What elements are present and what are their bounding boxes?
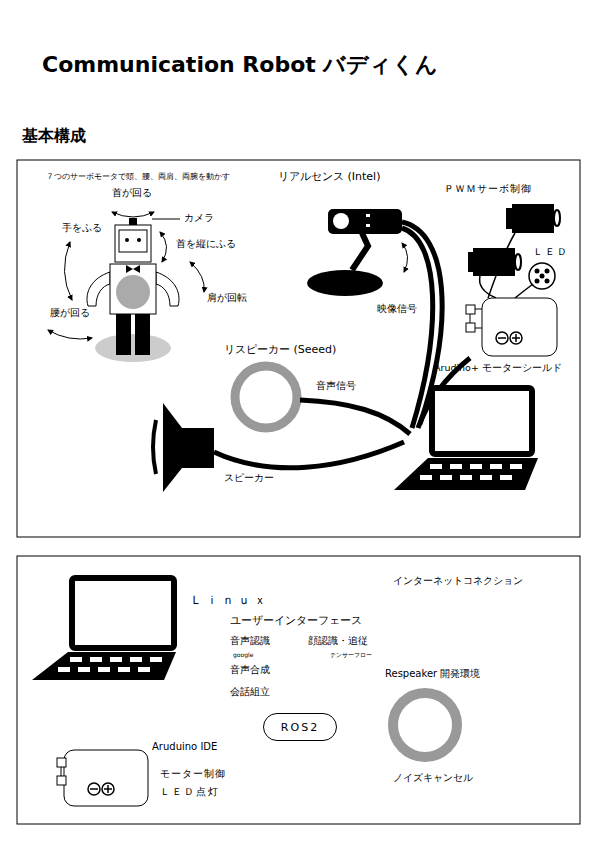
label: 手をふる (62, 222, 102, 234)
label: リスピーカー (Seeed) (224, 343, 336, 356)
label: 腰が回る (50, 307, 90, 319)
label: ＰＷＭサーボ制御 (444, 183, 532, 195)
label: 肩が回転 (207, 292, 247, 304)
label: google (233, 651, 253, 658)
label: 映像信号 (377, 303, 417, 315)
label: リアルセンス (Intel) (278, 170, 380, 183)
label: カメラ (184, 212, 214, 224)
label: ユーザーインターフェース (230, 614, 362, 627)
label: ＬＥＤ (533, 246, 569, 258)
laptop (394, 388, 538, 490)
label: ７つのサーボモータで頭、腰、両肩、両腕を動かす (46, 172, 230, 182)
respeaker-ring (235, 366, 297, 428)
label: 会話組立 (230, 686, 270, 698)
servo-board (466, 204, 560, 356)
laptop (32, 578, 176, 680)
arduino-board (57, 750, 148, 806)
label: 音声信号 (316, 380, 356, 392)
label: テンサーフロー (330, 651, 372, 658)
frame (17, 160, 580, 537)
frame (17, 556, 580, 824)
label: 顔認識・追従 (308, 635, 368, 647)
label: インターネットコネクション (393, 575, 523, 587)
label: ＬＥＤ点灯 (160, 786, 220, 798)
label: 音声認識 (230, 635, 270, 647)
label: Ｌｉｎｕｘ (190, 593, 270, 607)
speaker-symbol (153, 403, 214, 492)
label: モーター制御 (160, 768, 226, 780)
label: Aruduino IDE (152, 741, 217, 753)
label: Arudino+ モーターシールド (434, 362, 562, 373)
robot-figure (48, 212, 204, 362)
realsense-camera (307, 209, 408, 296)
label: 首が回る (112, 187, 152, 199)
section-heading: 基本構成 (22, 126, 86, 145)
label: ノイズキャンセル (393, 772, 473, 784)
node-text: ROS2 (264, 721, 336, 734)
label: 音声合成 (230, 664, 270, 676)
ros-box: ROS2 (263, 713, 337, 741)
title: Communication Robot バディくん (42, 52, 438, 78)
respeaker-ring (393, 693, 457, 757)
label: スピーカー (224, 472, 274, 484)
label: Respeaker 開発環境 (385, 668, 480, 680)
label: 首を縦にふる (176, 238, 236, 250)
